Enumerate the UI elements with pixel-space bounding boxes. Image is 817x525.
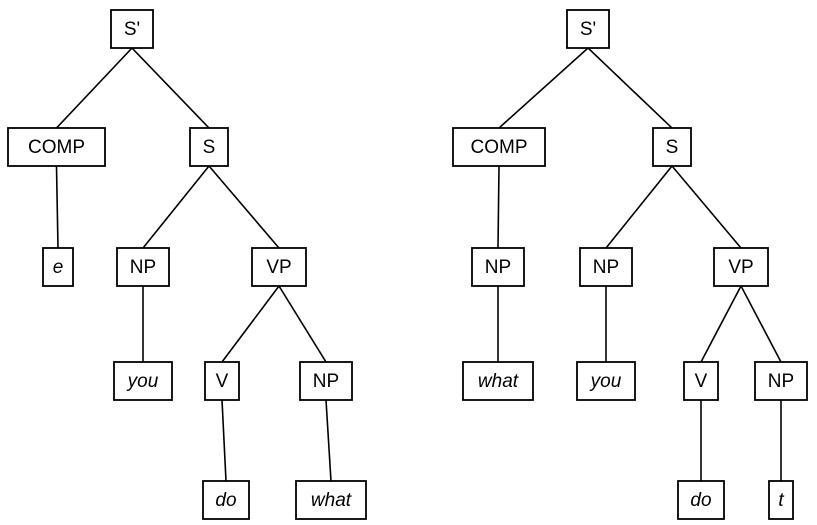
tree-node-L-NP1: NP xyxy=(116,247,170,287)
node-box-L-e xyxy=(42,247,74,287)
tree-node-R-S: S xyxy=(652,127,692,167)
node-box-L-Sbar xyxy=(110,9,154,49)
tree-edge-L-V-to-L-do xyxy=(221,399,227,482)
node-box-R-NP2 xyxy=(754,361,808,401)
tree-node-R-you: you xyxy=(576,361,636,401)
tree-edges-left-tree xyxy=(55,46,332,482)
tree-node-R-V: V xyxy=(683,361,719,401)
node-label-R-Sbar: S' xyxy=(580,19,596,40)
node-label-L-S: S xyxy=(203,137,216,158)
node-label-R-do: do xyxy=(690,490,711,511)
node-box-L-VP xyxy=(251,247,307,287)
tree-node-R-VP: VP xyxy=(713,247,769,287)
edges-layer xyxy=(55,46,783,482)
node-label-L-what: what xyxy=(311,490,352,511)
node-box-R-V xyxy=(683,361,719,401)
tree-edge-R-Sbar-to-R-COMP xyxy=(497,46,590,130)
node-box-R-NP1 xyxy=(579,247,633,287)
node-label-R-NP1: NP xyxy=(593,257,619,278)
node-label-R-S: S xyxy=(666,137,679,158)
node-label-L-NP1: NP xyxy=(130,257,156,278)
tree-edge-R-COMP-to-R-NP0 xyxy=(497,165,500,249)
node-box-L-what xyxy=(295,480,367,520)
node-label-R-NP0: NP xyxy=(485,257,511,278)
tree-node-R-Sbar: S' xyxy=(566,9,610,49)
node-box-L-V xyxy=(204,361,240,401)
node-label-R-NP2: NP xyxy=(768,371,794,392)
tree-node-R-do: do xyxy=(677,480,725,520)
tree-node-L-VP: VP xyxy=(251,247,307,287)
tree-edge-R-Sbar-to-R-S xyxy=(586,46,674,130)
node-box-L-COMP xyxy=(7,127,106,167)
tree-edge-R-S-to-R-NP1 xyxy=(604,164,674,250)
tree-node-L-COMP: COMP xyxy=(7,127,106,167)
node-box-R-do xyxy=(677,480,725,520)
node-box-R-NP0 xyxy=(471,247,525,287)
tree-node-L-NP2: NP xyxy=(299,361,353,401)
tree-node-R-NP2: NP xyxy=(754,361,808,401)
node-label-L-you: you xyxy=(126,371,159,392)
node-label-R-V: V xyxy=(695,371,708,392)
tree-node-R-COMP: COMP xyxy=(452,127,546,167)
tree-edge-L-VP-to-L-NP2 xyxy=(277,284,328,364)
tree-edge-L-NP2-to-L-what xyxy=(325,399,332,482)
tree-edge-R-S-to-R-VP xyxy=(670,164,743,250)
tree-edge-L-S-to-L-VP xyxy=(207,164,281,250)
node-label-L-VP: VP xyxy=(266,257,291,278)
tree-node-L-do: do xyxy=(202,480,250,520)
tree-node-R-NP1: NP xyxy=(579,247,633,287)
node-box-R-what xyxy=(462,361,534,401)
tree-node-R-what: what xyxy=(462,361,534,401)
node-label-L-e: e xyxy=(53,257,64,278)
node-box-L-NP2 xyxy=(299,361,353,401)
node-label-R-what: what xyxy=(478,371,519,392)
tree-node-L-e: e xyxy=(42,247,74,287)
tree-edges-right-tree xyxy=(497,46,783,482)
tree-edge-R-VP-to-R-V xyxy=(699,284,743,364)
node-box-R-you xyxy=(576,361,636,401)
tree-node-R-t: t xyxy=(768,480,794,520)
tree-edge-L-S-to-L-NP1 xyxy=(141,164,211,250)
node-label-L-NP2: NP xyxy=(313,371,339,392)
tree-node-R-NP0: NP xyxy=(471,247,525,287)
tree-edge-L-Sbar-to-L-COMP xyxy=(55,46,134,130)
tree-edge-L-COMP-to-L-e xyxy=(55,165,59,249)
node-box-L-NP1 xyxy=(116,247,170,287)
node-box-L-you xyxy=(113,361,173,401)
node-box-L-do xyxy=(202,480,250,520)
node-label-R-you: you xyxy=(589,371,622,392)
tree-nodes-right-tree: S' COMP S NP NP VP what you V NP do t xyxy=(452,9,808,520)
tree-edge-L-VP-to-L-V xyxy=(220,284,281,364)
tree-node-L-S: S xyxy=(189,127,229,167)
tree-edge-R-VP-to-R-NP2 xyxy=(739,284,783,364)
node-label-L-V: V xyxy=(216,371,229,392)
node-label-R-COMP: COMP xyxy=(471,137,528,158)
node-box-R-S xyxy=(652,127,692,167)
tree-node-L-Sbar: S' xyxy=(110,9,154,49)
node-box-L-S xyxy=(189,127,229,167)
node-label-L-Sbar: S' xyxy=(124,19,140,40)
node-label-L-do: do xyxy=(215,490,236,511)
tree-node-L-V: V xyxy=(204,361,240,401)
node-box-R-t xyxy=(768,480,794,520)
tree-node-L-what: what xyxy=(295,480,367,520)
node-label-R-VP: VP xyxy=(728,257,753,278)
node-label-R-t: t xyxy=(778,490,784,511)
node-box-R-COMP xyxy=(452,127,546,167)
node-box-R-Sbar xyxy=(566,9,610,49)
node-label-L-COMP: COMP xyxy=(28,137,85,158)
tree-node-L-you: you xyxy=(113,361,173,401)
tree-edge-L-Sbar-to-L-S xyxy=(130,46,211,130)
node-box-R-VP xyxy=(713,247,769,287)
